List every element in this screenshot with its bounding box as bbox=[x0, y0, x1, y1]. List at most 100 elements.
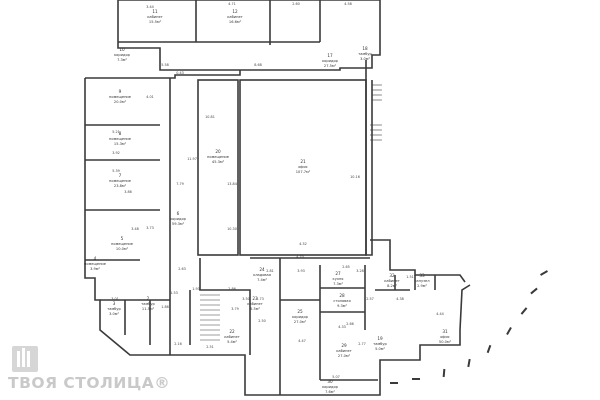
room-name: помещение bbox=[111, 242, 134, 246]
room-name: столовая bbox=[333, 299, 350, 303]
dimension-label: 3.92 bbox=[112, 151, 120, 155]
room-name: санузел bbox=[414, 279, 429, 283]
dimension-label: 2.57 bbox=[366, 297, 374, 301]
dimension-label: 4.70 bbox=[296, 255, 304, 259]
dimension-label: 4.01 bbox=[146, 95, 154, 99]
dimension-label: 2.81 bbox=[266, 269, 274, 273]
room-name: кухня bbox=[333, 277, 344, 281]
room-name: коридор bbox=[322, 385, 339, 389]
dimension-label: 4.58 bbox=[344, 2, 352, 6]
dimension-label: 2.16 bbox=[174, 342, 182, 346]
dimension-label: 2.63 bbox=[178, 267, 186, 271]
room-name: помещение bbox=[109, 95, 132, 99]
room-number: 21 bbox=[300, 159, 306, 164]
dimension-label: 2.77 bbox=[358, 342, 366, 346]
room-area: 45.3м² bbox=[212, 160, 225, 164]
room-area: 7.3м² bbox=[117, 58, 127, 62]
room-area: 3.9м² bbox=[90, 267, 100, 271]
room-name: коридор bbox=[292, 315, 309, 319]
room-area: 3.0м² bbox=[360, 57, 370, 61]
room-name: кабинет bbox=[147, 15, 163, 19]
room-area: 9.3м² bbox=[337, 304, 347, 308]
room-number: 19 bbox=[377, 336, 383, 341]
dimension-label: 4.33 bbox=[338, 325, 346, 329]
room-name: тамбур bbox=[358, 52, 372, 56]
dimension-label: 3.79 bbox=[231, 307, 239, 311]
dimension-label: 3.50 bbox=[242, 297, 250, 301]
dimension-label: 3.86 bbox=[124, 190, 132, 194]
dimension-label: 3.73 bbox=[146, 226, 154, 230]
room-number: 24 bbox=[259, 267, 265, 272]
room-name: кабинет bbox=[227, 15, 243, 19]
room-name: помещение bbox=[109, 179, 132, 183]
room-area: 7.6м² bbox=[325, 390, 335, 394]
room-area: 59.3м² bbox=[172, 222, 185, 226]
room-name: кабинет bbox=[336, 349, 352, 353]
room-area: 7.3м² bbox=[333, 282, 343, 286]
room-area: 3.0м² bbox=[109, 312, 119, 316]
room-name: коридор bbox=[322, 59, 339, 63]
dimension-label: 5.58 bbox=[161, 63, 169, 67]
room-name: коридор bbox=[114, 53, 131, 57]
room-number: 6 bbox=[177, 211, 180, 216]
room-number: 25 bbox=[297, 309, 303, 314]
watermark-text: ТВОЯ СТОЛИЦА® bbox=[8, 374, 170, 392]
room-name: коридор bbox=[170, 217, 187, 221]
room-name: помещение bbox=[109, 137, 132, 141]
room-number: 3 bbox=[113, 301, 116, 306]
dimension-label: 3.93 bbox=[297, 269, 305, 273]
room-area: 27.0м² bbox=[338, 354, 351, 358]
dimension-label: 2.60 bbox=[292, 2, 300, 6]
room-area: 8.2м² bbox=[387, 284, 397, 288]
room-number: 18 bbox=[362, 46, 368, 51]
dimension-label: 5.21 bbox=[112, 130, 120, 134]
dimension-label: 10.30 bbox=[227, 227, 237, 231]
room-area: 16.6м² bbox=[229, 20, 242, 24]
watermark-registered-mark: ® bbox=[154, 374, 171, 392]
dimension-label: 13.84 bbox=[227, 182, 237, 186]
room-name: кабинет bbox=[224, 335, 240, 339]
room-area: 107.7м² bbox=[296, 170, 311, 174]
room-name: кабинет bbox=[247, 302, 263, 306]
dimension-label: 2.73 bbox=[256, 297, 264, 301]
room-number: 31 bbox=[442, 329, 448, 334]
room-area: 10.0м² bbox=[116, 247, 129, 251]
room-number: 2 bbox=[147, 296, 150, 301]
dimension-label: 10.16 bbox=[350, 175, 360, 179]
dimension-label: 1.86 bbox=[161, 305, 169, 309]
watermark-label: ТВОЯ СТОЛИЦА bbox=[8, 374, 155, 392]
room-number: 7 bbox=[119, 173, 122, 178]
walls bbox=[84, 0, 471, 396]
dimension-label: 3.28 bbox=[356, 269, 364, 273]
room-name: кабинет bbox=[384, 279, 400, 283]
watermark-logo-icon bbox=[12, 346, 38, 372]
room-area: 27.5м² bbox=[324, 64, 337, 68]
room-number: 29 bbox=[341, 343, 347, 348]
room-area: 5.0м² bbox=[375, 347, 385, 351]
room-name: тамбур bbox=[373, 342, 387, 346]
room-area: 5.4м² bbox=[227, 340, 237, 344]
room-number: 10 bbox=[119, 47, 125, 52]
room-number: 27 bbox=[335, 271, 341, 276]
room-number: 33 bbox=[419, 273, 425, 278]
dimension-label: 1.51 bbox=[406, 275, 414, 279]
dimension-label: 8.68 bbox=[254, 63, 262, 67]
room-number: 12 bbox=[232, 9, 238, 14]
